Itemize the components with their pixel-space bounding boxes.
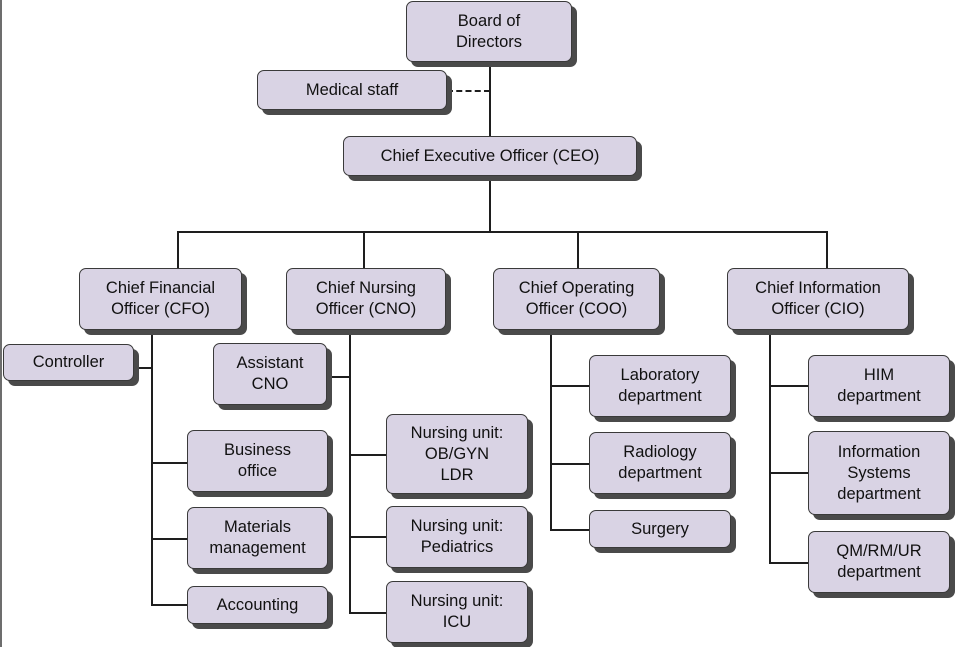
connector-bus-coo xyxy=(577,231,579,268)
connector-medical-staff-dashed xyxy=(447,90,490,92)
connector-bus-cio xyxy=(826,231,828,268)
connector-surgery xyxy=(550,529,589,531)
connector-ceo-bus xyxy=(489,176,491,232)
nursing-unit-icu-label: Nursing unit: ICU xyxy=(410,592,504,631)
information-systems-department-label: Information Systems department xyxy=(837,442,921,503)
radiology-department-box: Radiology department xyxy=(589,432,731,494)
him-department-box: HIM department xyxy=(808,355,950,417)
connector-nursing-icu xyxy=(349,612,386,614)
cno-box: Chief Nursing Officer (CNO) xyxy=(286,268,446,330)
nursing-unit-obgyn-label: Nursing unit: OB/GYN LDR xyxy=(410,423,504,484)
surgery-label: Surgery xyxy=(631,519,689,538)
laboratory-department-box: Laboratory department xyxy=(589,355,731,417)
nursing-unit-pediatrics-label: Nursing unit: Pediatrics xyxy=(410,517,504,556)
assistant-cno-box: Assistant CNO xyxy=(213,343,327,405)
board-of-directors-label: Board of Directors xyxy=(455,11,522,51)
laboratory-department-label: Laboratory department xyxy=(618,366,702,405)
connector-nursing-pediatrics xyxy=(349,536,386,538)
connector-cno-trunk xyxy=(349,330,351,613)
assistant-cno-label: Assistant CNO xyxy=(236,354,304,393)
materials-management-label: Materials management xyxy=(209,518,306,557)
controller-label: Controller xyxy=(32,353,105,371)
information-systems-department-box: Information Systems department xyxy=(808,431,950,515)
connector-controller xyxy=(134,367,153,369)
board-of-directors-box: Board of Directors xyxy=(406,1,572,62)
business-office-label: Business office xyxy=(224,441,291,480)
materials-management-box: Materials management xyxy=(187,507,328,569)
left-edge-border xyxy=(0,0,2,647)
connector-him xyxy=(769,385,808,387)
connector-board-ceo xyxy=(489,62,491,137)
connector-information-systems xyxy=(769,472,808,474)
connector-laboratory xyxy=(550,385,589,387)
connector-cio-trunk xyxy=(769,330,771,563)
connector-business-office xyxy=(151,462,187,464)
connector-nursing-obgyn xyxy=(349,454,386,456)
business-office-box: Business office xyxy=(187,430,328,492)
connector-radiology xyxy=(550,463,589,465)
ceo-label: Chief Executive Officer (CEO) xyxy=(380,146,600,165)
connector-officer-bus xyxy=(177,231,828,233)
medical-staff-box: Medical staff xyxy=(257,70,447,110)
cio-label: Chief Information Officer (CIO) xyxy=(755,279,881,318)
connector-bus-cno xyxy=(363,231,365,268)
cfo-label: Chief Financial Officer (CFO) xyxy=(105,279,216,318)
radiology-department-label: Radiology department xyxy=(618,443,702,482)
accounting-label: Accounting xyxy=(216,595,299,614)
medical-staff-label: Medical staff xyxy=(305,80,399,99)
connector-materials-management xyxy=(151,538,187,540)
connector-cfo-trunk xyxy=(151,330,153,605)
qm-rm-ur-department-box: QM/RM/UR department xyxy=(808,531,950,593)
coo-label: Chief Operating Officer (COO) xyxy=(518,279,635,318)
nursing-unit-icu-box: Nursing unit: ICU xyxy=(386,581,528,643)
cfo-box: Chief Financial Officer (CFO) xyxy=(79,268,242,330)
connector-qm-rm-ur xyxy=(769,562,808,564)
cio-box: Chief Information Officer (CIO) xyxy=(727,268,909,330)
controller-box: Controller xyxy=(3,344,134,381)
him-department-label: HIM department xyxy=(837,366,921,405)
connector-assistant-cno xyxy=(327,376,351,378)
coo-box: Chief Operating Officer (COO) xyxy=(493,268,660,330)
connector-coo-trunk xyxy=(550,330,552,530)
qm-rm-ur-department-label: QM/RM/UR department xyxy=(836,542,922,581)
ceo-box: Chief Executive Officer (CEO) xyxy=(343,136,637,176)
nursing-unit-pediatrics-box: Nursing unit: Pediatrics xyxy=(386,506,528,568)
surgery-box: Surgery xyxy=(589,510,731,548)
nursing-unit-obgyn-box: Nursing unit: OB/GYN LDR xyxy=(386,414,528,494)
accounting-box: Accounting xyxy=(187,586,328,624)
connector-accounting xyxy=(151,604,187,606)
cno-label: Chief Nursing Officer (CNO) xyxy=(315,279,417,318)
connector-bus-cfo xyxy=(177,231,179,268)
